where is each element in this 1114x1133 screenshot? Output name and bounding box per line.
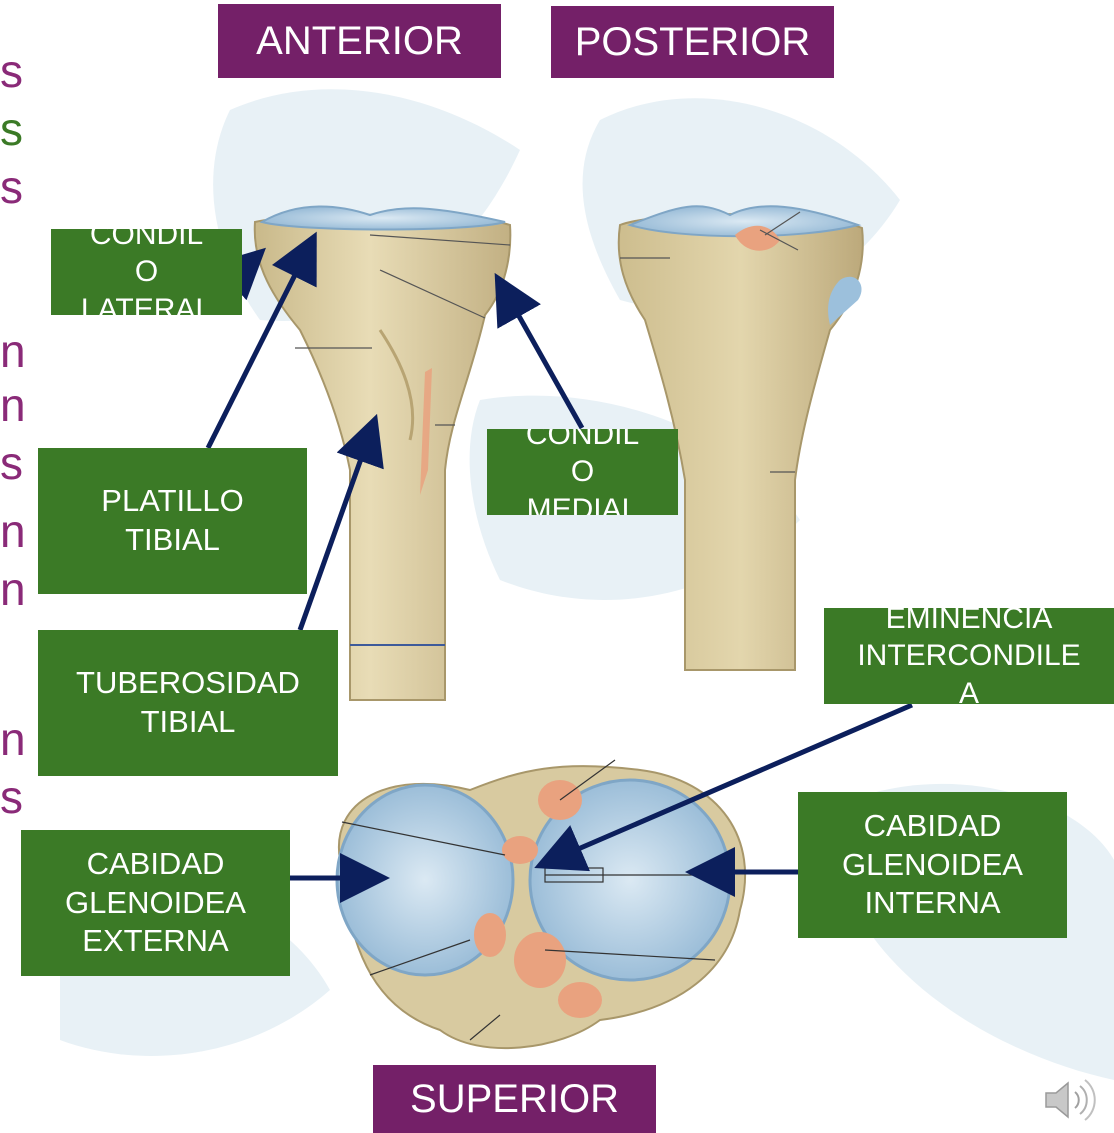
superior-view-label: SUPERIOR — [373, 1065, 656, 1133]
side-letter: s — [0, 48, 23, 94]
side-letter: s — [0, 164, 23, 210]
side-letter: n — [0, 566, 26, 612]
label-cavidad-glenoidea-externa: CABIDAD GLENOIDEA EXTERNA — [21, 830, 290, 976]
label-tuberosidad-tibial: TUBEROSIDAD TIBIAL — [38, 630, 338, 776]
label-cavidad-glenoidea-interna: CABIDAD GLENOIDEA INTERNA — [798, 792, 1067, 938]
anterior-view-label: ANTERIOR — [218, 4, 501, 78]
label-platillo-tibial: PLATILLO TIBIAL — [38, 448, 307, 594]
side-letter: n — [0, 716, 26, 762]
side-letter: n — [0, 508, 26, 554]
label-condilo-lateral: CONDIL O LATERAL — [51, 229, 242, 315]
posterior-view-label: POSTERIOR — [551, 6, 834, 78]
speaker-icon[interactable] — [1040, 1075, 1100, 1125]
side-letter: s — [0, 774, 23, 820]
side-letter: s — [0, 440, 23, 486]
side-letter: n — [0, 328, 26, 374]
side-letter: n — [0, 382, 26, 428]
label-eminencia-intercondilea: EMINENCIA INTERCONDILE A — [824, 608, 1114, 704]
side-letter: s — [0, 106, 23, 152]
label-condilo-medial: CONDIL O MEDIAL — [487, 429, 678, 515]
